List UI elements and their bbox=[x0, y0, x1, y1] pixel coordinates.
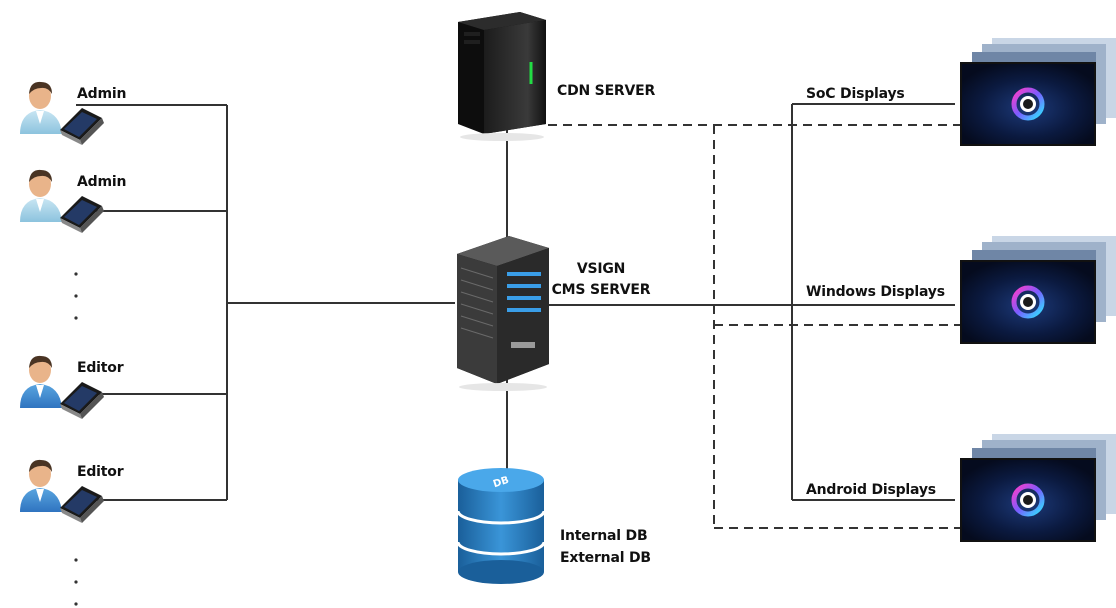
display-screen-icon bbox=[960, 434, 1116, 542]
cdn-server-icon bbox=[458, 12, 546, 141]
database-icon-text: DB bbox=[492, 475, 511, 490]
user-connectors bbox=[76, 104, 455, 501]
cms-server-label-line2: CMS SERVER bbox=[552, 282, 651, 298]
user-label: Admin bbox=[77, 86, 126, 102]
user-editor: Editor bbox=[20, 459, 124, 523]
user-label: Editor bbox=[77, 360, 124, 376]
cms-status-led bbox=[507, 272, 541, 312]
server-connectors bbox=[506, 130, 955, 470]
laptop-icon bbox=[60, 382, 104, 419]
user-admin: Admin bbox=[20, 169, 126, 233]
cms-server-label-line1: VSIGN bbox=[577, 261, 625, 277]
display-screen-icon bbox=[960, 236, 1116, 344]
display-group: Android Displays bbox=[806, 434, 1116, 542]
person-icon bbox=[20, 355, 62, 408]
database-label-line2: External DB bbox=[560, 550, 651, 566]
laptop-icon bbox=[60, 486, 104, 523]
cdn-server-label: CDN SERVER bbox=[557, 83, 656, 99]
person-icon bbox=[20, 169, 62, 222]
display-label: Windows Displays bbox=[806, 284, 945, 300]
user-label: Admin bbox=[77, 174, 126, 190]
display-connectors bbox=[791, 103, 955, 501]
laptop-icon bbox=[60, 108, 104, 145]
editor-ellipsis bbox=[74, 558, 78, 606]
admin-ellipsis bbox=[74, 272, 78, 320]
user-label: Editor bbox=[77, 464, 124, 480]
cdn-dashed-connectors bbox=[548, 124, 960, 529]
display-label: SoC Displays bbox=[806, 86, 905, 102]
display-group: Windows Displays bbox=[806, 236, 1116, 344]
display-label: Android Displays bbox=[806, 482, 936, 498]
display-group: SoC Displays bbox=[806, 38, 1116, 146]
person-icon bbox=[20, 81, 62, 134]
display-screen-icon bbox=[960, 38, 1116, 146]
person-icon bbox=[20, 459, 62, 512]
user-editor: Editor bbox=[20, 355, 124, 419]
database-icon: DB bbox=[456, 468, 546, 584]
user-admin: Admin bbox=[20, 81, 126, 145]
laptop-icon bbox=[60, 196, 104, 233]
cms-server-icon bbox=[457, 236, 549, 391]
database-label-line1: Internal DB bbox=[560, 528, 647, 544]
